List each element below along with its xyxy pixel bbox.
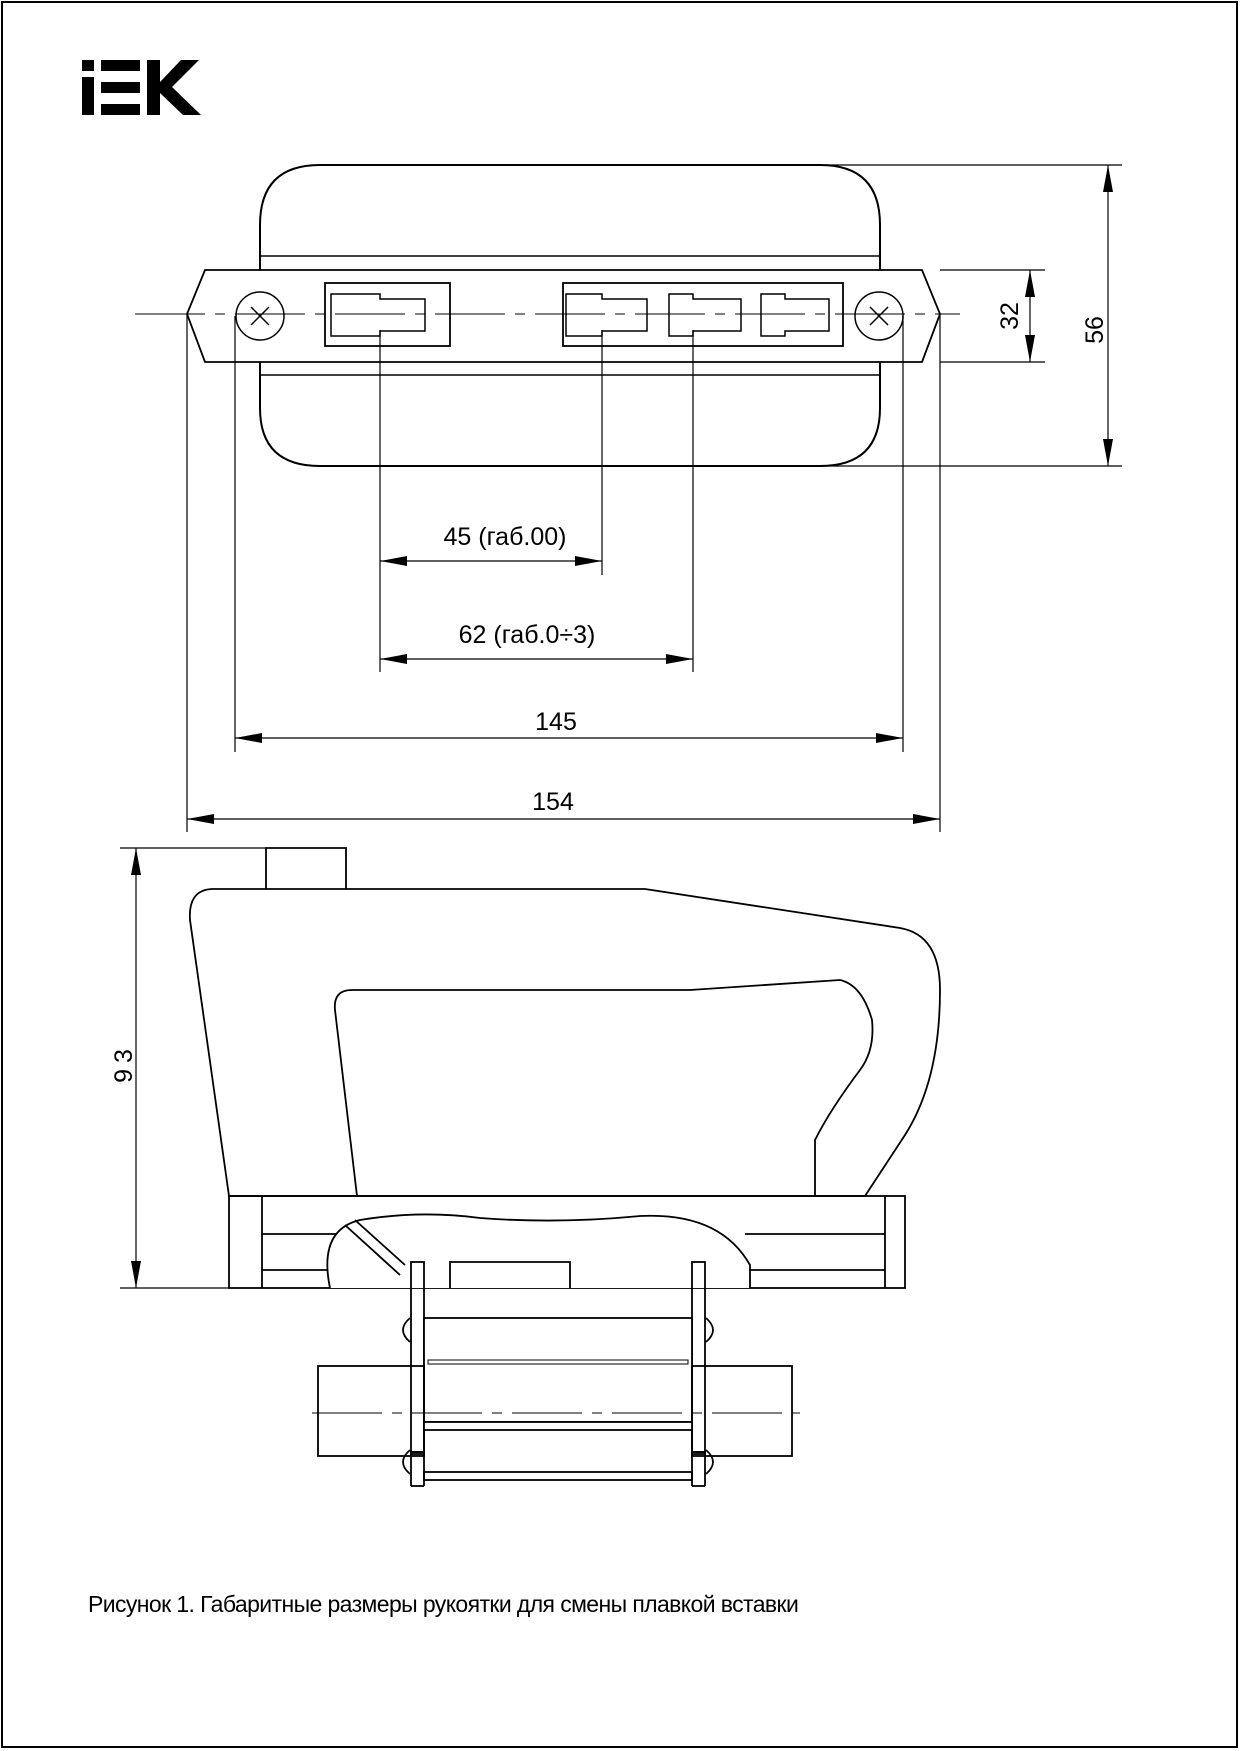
dimensions-top [186, 164, 1122, 832]
dim-62-label: 62 (габ.0÷3) [459, 621, 596, 649]
dimension-93 [120, 847, 266, 1289]
fuse-cap-left [317, 1365, 425, 1457]
side-view [189, 847, 941, 1487]
dim-93-label: 93 [110, 1043, 138, 1083]
dim-32-label: 32 [996, 302, 1024, 330]
top-tab [265, 847, 347, 889]
dim-56-label: 56 [1081, 316, 1109, 344]
fuse-cap-right [691, 1365, 793, 1457]
fuse-body [423, 1317, 693, 1423]
top-view [135, 164, 960, 467]
dim-45-label: 45 (габ.00) [444, 523, 567, 551]
screw-left-icon [235, 291, 285, 341]
dim-145-label: 145 [535, 708, 577, 736]
grip-opening [333, 979, 874, 1197]
dim-154-label: 154 [532, 788, 574, 816]
iek-logo [82, 60, 201, 115]
figure-caption: Рисунок 1. Габаритные размеры рукоятки д… [88, 1591, 799, 1617]
handle-outline [189, 888, 941, 1197]
